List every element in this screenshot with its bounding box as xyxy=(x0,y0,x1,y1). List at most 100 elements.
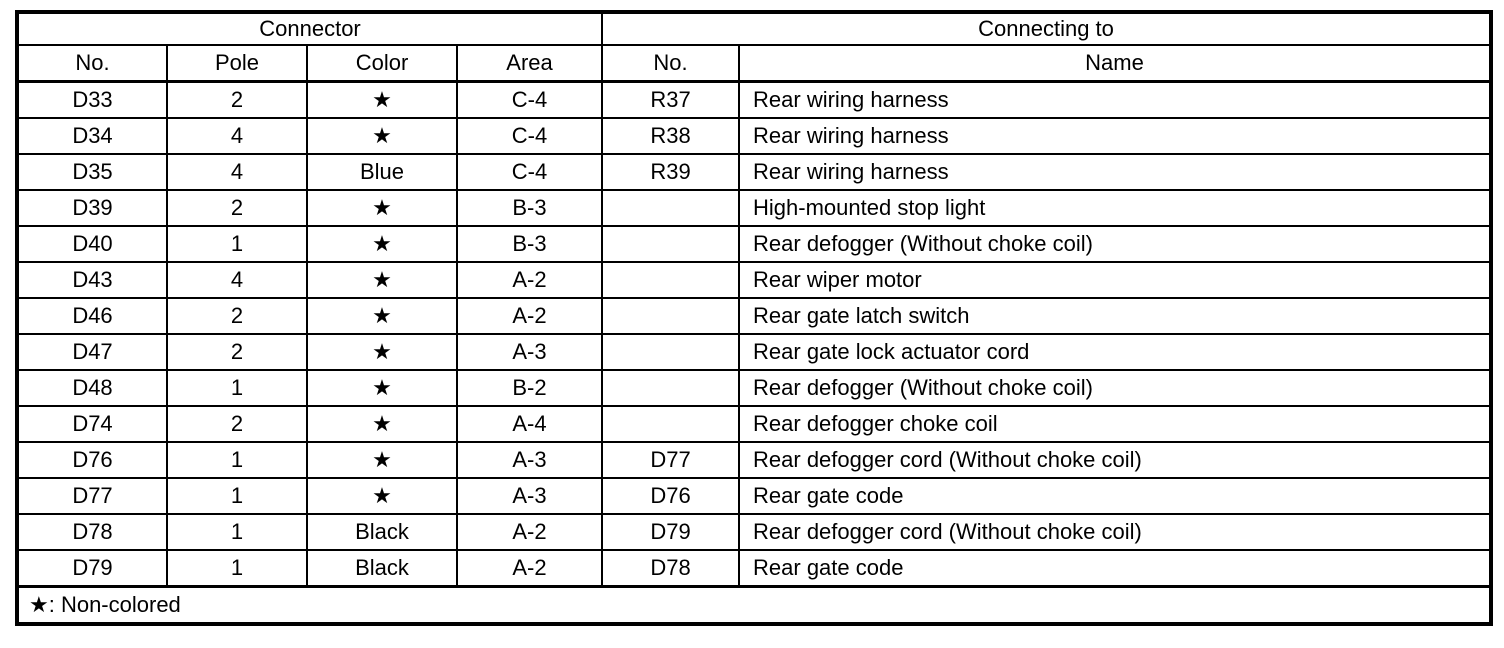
cell-pole: 2 xyxy=(166,297,308,335)
cell-area: C-4 xyxy=(455,153,604,191)
cell-area: A-2 xyxy=(455,513,604,551)
table-row: D34 4 ★ C-4 R38 Rear wiring harness xyxy=(16,117,1493,155)
cell-connector-no: D48 xyxy=(16,369,168,407)
cell-connecting-no: D76 xyxy=(601,477,741,515)
cell-color: ★ xyxy=(306,333,458,371)
cell-area: C-4 xyxy=(455,80,604,119)
cell-connecting-name: Rear gate code xyxy=(738,549,1493,588)
cell-connecting-name: Rear gate lock actuator cord xyxy=(738,333,1493,371)
cell-pole: 2 xyxy=(166,189,308,227)
cell-area: A-4 xyxy=(455,405,604,443)
cell-connecting-no xyxy=(601,405,741,443)
cell-connector-no: D43 xyxy=(16,261,168,299)
cell-connecting-name: Rear defogger (Without choke coil) xyxy=(738,225,1493,263)
col-header-connector-no: No. xyxy=(16,44,168,83)
cell-color: ★ xyxy=(306,117,458,155)
cell-pole: 2 xyxy=(166,405,308,443)
cell-area: A-3 xyxy=(455,441,604,479)
table-row: D46 2 ★ A-2 Rear gate latch switch xyxy=(16,297,1493,335)
cell-color: Black xyxy=(306,513,458,551)
cell-connector-no: D77 xyxy=(16,477,168,515)
col-header-pole: Pole xyxy=(166,44,308,83)
cell-color: Blue xyxy=(306,153,458,191)
cell-connecting-name: Rear defogger cord (Without choke coil) xyxy=(738,441,1493,479)
table-row: D74 2 ★ A-4 Rear defogger choke coil xyxy=(16,405,1493,443)
cell-connecting-no xyxy=(601,225,741,263)
cell-connecting-no xyxy=(601,189,741,227)
cell-connecting-name: Rear wiper motor xyxy=(738,261,1493,299)
cell-area: A-3 xyxy=(455,333,604,371)
cell-pole: 4 xyxy=(166,261,308,299)
cell-connecting-name: Rear defogger (Without choke coil) xyxy=(738,369,1493,407)
table-body: D33 2 ★ C-4 R37 Rear wiring harness D34 … xyxy=(16,80,1493,588)
col-header-connecting-no: No. xyxy=(601,44,741,83)
cell-connector-no: D78 xyxy=(16,513,168,551)
cell-area: A-2 xyxy=(455,297,604,335)
cell-area: B-3 xyxy=(455,189,604,227)
table-header: Connector Connecting to No. Pole Color A… xyxy=(15,11,1493,83)
cell-connecting-no: D79 xyxy=(601,513,741,551)
group-header-connecting-to: Connecting to xyxy=(601,11,1493,46)
cell-connecting-no: R37 xyxy=(601,80,741,119)
cell-connector-no: D47 xyxy=(16,333,168,371)
cell-color: ★ xyxy=(306,441,458,479)
cell-area: A-2 xyxy=(455,261,604,299)
cell-pole: 2 xyxy=(166,80,308,119)
cell-color: ★ xyxy=(306,369,458,407)
cell-pole: 2 xyxy=(166,333,308,371)
cell-connector-no: D35 xyxy=(16,153,168,191)
cell-color: ★ xyxy=(306,477,458,515)
connector-table: Connector Connecting to No. Pole Color A… xyxy=(15,10,1494,626)
table-row: D78 1 Black A-2 D79 Rear defogger cord (… xyxy=(16,513,1493,551)
cell-color: ★ xyxy=(306,297,458,335)
group-header-row: Connector Connecting to xyxy=(15,11,1493,46)
cell-connecting-no xyxy=(601,261,741,299)
footnote: ★: Non-colored xyxy=(15,585,1493,625)
cell-connector-no: D33 xyxy=(16,80,168,119)
table-row: D77 1 ★ A-3 D76 Rear gate code xyxy=(16,477,1493,515)
cell-area: B-3 xyxy=(455,225,604,263)
cell-color: ★ xyxy=(306,80,458,119)
table-row: D35 4 Blue C-4 R39 Rear wiring harness xyxy=(16,153,1493,191)
cell-connecting-name: Rear gate code xyxy=(738,477,1493,515)
table-row: D48 1 ★ B-2 Rear defogger (Without choke… xyxy=(16,369,1493,407)
cell-connecting-name: Rear gate latch switch xyxy=(738,297,1493,335)
cell-connector-no: D74 xyxy=(16,405,168,443)
cell-area: A-3 xyxy=(455,477,604,515)
table-footer: ★: Non-colored xyxy=(15,585,1493,625)
cell-color: ★ xyxy=(306,189,458,227)
cell-area: B-2 xyxy=(455,369,604,407)
cell-connecting-no: D77 xyxy=(601,441,741,479)
cell-area: C-4 xyxy=(455,117,604,155)
cell-connecting-name: High-mounted stop light xyxy=(738,189,1493,227)
cell-pole: 1 xyxy=(166,513,308,551)
cell-pole: 1 xyxy=(166,549,308,588)
cell-connector-no: D46 xyxy=(16,297,168,335)
table-row: D76 1 ★ A-3 D77 Rear defogger cord (With… xyxy=(16,441,1493,479)
table-row: D79 1 Black A-2 D78 Rear gate code xyxy=(16,549,1493,588)
cell-connecting-no xyxy=(601,369,741,407)
table-row: D43 4 ★ A-2 Rear wiper motor xyxy=(16,261,1493,299)
cell-connector-no: D79 xyxy=(16,549,168,588)
cell-pole: 1 xyxy=(166,441,308,479)
table-row: D39 2 ★ B-3 High-mounted stop light xyxy=(16,189,1493,227)
cell-color: ★ xyxy=(306,405,458,443)
cell-connecting-name: Rear defogger choke coil xyxy=(738,405,1493,443)
cell-connector-no: D40 xyxy=(16,225,168,263)
cell-pole: 1 xyxy=(166,369,308,407)
cell-connecting-name: Rear wiring harness xyxy=(738,80,1493,119)
cell-pole: 1 xyxy=(166,225,308,263)
cell-connecting-no xyxy=(601,297,741,335)
cell-pole: 1 xyxy=(166,477,308,515)
cell-connecting-name: Rear wiring harness xyxy=(738,153,1493,191)
cell-connector-no: D76 xyxy=(16,441,168,479)
col-header-area: Area xyxy=(455,44,604,83)
cell-area: A-2 xyxy=(455,549,604,588)
cell-connecting-no xyxy=(601,333,741,371)
cell-connecting-name: Rear wiring harness xyxy=(738,117,1493,155)
group-header-connector: Connector xyxy=(15,11,604,46)
cell-connecting-no: R39 xyxy=(601,153,741,191)
footnote-row: ★: Non-colored xyxy=(15,585,1493,625)
cell-pole: 4 xyxy=(166,117,308,155)
